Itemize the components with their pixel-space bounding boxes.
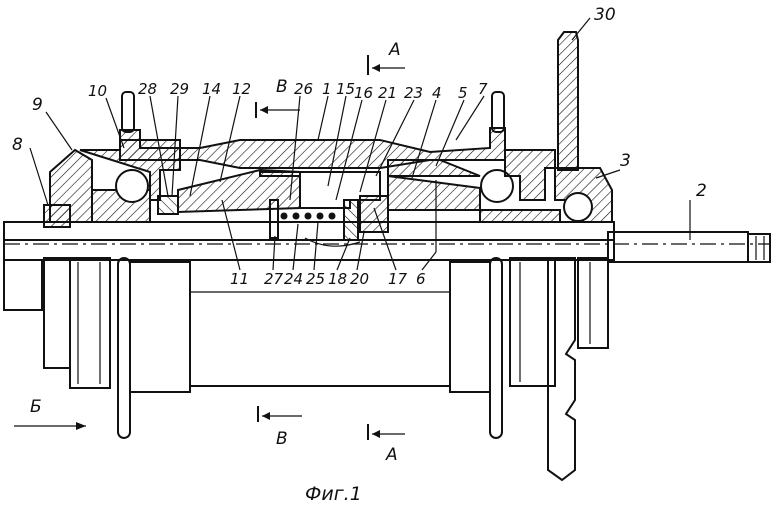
label-30: 30 — [594, 5, 616, 25]
label-5: 5 — [458, 84, 468, 102]
right-cone-ball — [563, 192, 593, 222]
label-25: 25 — [306, 270, 325, 288]
section-markers — [14, 55, 405, 440]
section-view — [3, 31, 770, 261]
pawl-ring — [359, 195, 389, 233]
spring-seat-left — [269, 199, 279, 239]
right-sleeve-part — [479, 209, 561, 223]
axle-thread — [748, 233, 771, 263]
label-7: 7 — [478, 80, 488, 98]
label-23: 23 — [404, 84, 423, 102]
label-21: 21 — [378, 84, 397, 102]
right-driver-part — [504, 149, 556, 201]
label-29: 29 — [170, 80, 189, 98]
label-28: 28 — [138, 80, 157, 98]
hub-shell-top — [119, 127, 506, 169]
right-bearing-ball — [480, 169, 514, 203]
right-flange-top — [491, 91, 505, 133]
figure-caption: Фиг.1 — [305, 483, 362, 505]
label-2: 2 — [696, 181, 707, 201]
label-6: 6 — [416, 270, 426, 288]
label-3: 3 — [620, 151, 631, 171]
label-11: 11 — [230, 270, 249, 288]
sprocket-top — [557, 31, 579, 171]
seal-ring — [157, 195, 179, 215]
right-lock-nut — [577, 257, 609, 349]
label-15: 15 — [336, 80, 355, 98]
left-cone-body — [69, 257, 111, 389]
label-17: 17 — [388, 270, 408, 288]
section-a-top-label: А — [388, 40, 401, 60]
label-14: 14 — [202, 80, 221, 98]
label-18: 18 — [328, 270, 347, 288]
label-16: 16 — [354, 84, 373, 102]
left-cone-part — [49, 148, 93, 223]
label-27: 27 — [264, 270, 284, 288]
axle-end — [607, 231, 749, 263]
label-24: 24 — [284, 270, 303, 288]
left-lock-nut — [43, 257, 71, 369]
label-4: 4 — [432, 84, 442, 102]
right-ring-part — [387, 159, 481, 177]
label-26: 26 — [294, 80, 313, 98]
view-b-label: Б — [30, 397, 42, 417]
label-20: 20 — [350, 270, 369, 288]
hub-shell-right — [449, 261, 491, 393]
right-spoke-flange — [489, 257, 503, 439]
hub-shell-left — [129, 261, 191, 393]
left-flange-top — [121, 91, 135, 133]
section-a-bottom-label: А — [385, 445, 398, 465]
leader-lines — [29, 17, 691, 271]
spring — [280, 212, 336, 220]
left-bearing-ball — [115, 169, 149, 203]
left-spoke-flange — [117, 257, 131, 439]
label-8: 8 — [12, 135, 23, 155]
right-cone-body — [509, 257, 556, 387]
section-v-bottom-label: В — [276, 429, 288, 449]
external-view — [3, 231, 771, 482]
label-9: 9 — [32, 95, 43, 115]
label-10: 10 — [88, 82, 107, 100]
label-12: 12 — [232, 80, 251, 98]
right-wedge-part — [387, 174, 481, 211]
sprocket-lower — [547, 257, 576, 482]
spring-seat-right — [343, 199, 359, 241]
section-v-top-label: В — [276, 77, 288, 97]
axle — [3, 221, 615, 241]
label-1: 1 — [322, 80, 332, 98]
left-nut-outline — [3, 259, 43, 311]
